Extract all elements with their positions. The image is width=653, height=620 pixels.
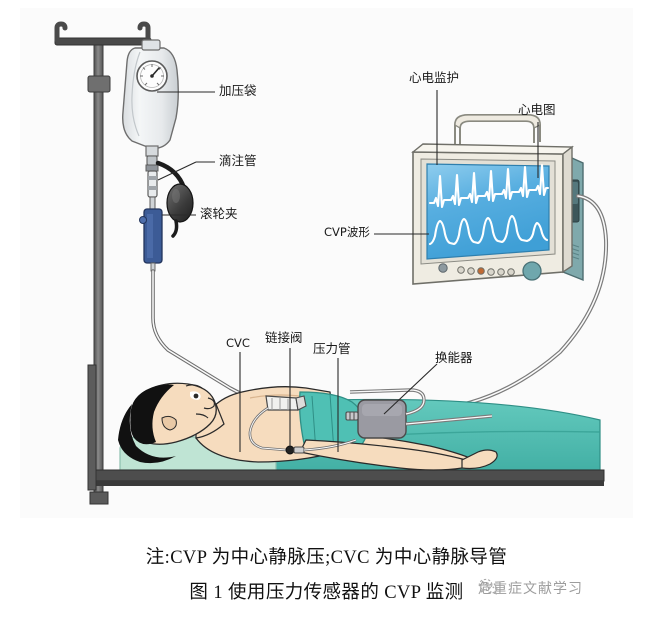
pressure-gauge-icon (136, 60, 168, 92)
wechat-icon (478, 578, 498, 595)
label-cvp-waveform: CVP波形 (324, 225, 370, 239)
label-ecg-monitoring: 心电监护 (409, 70, 460, 85)
label-roller-clamp: 滚轮夹 (200, 206, 238, 221)
label-leader-lines (157, 90, 539, 452)
iv-pole (54, 21, 152, 505)
ecg-waveform (428, 163, 550, 209)
caption-note: 注:CVP 为中心静脉压;CVC 为中心静脉导管 (145, 548, 508, 568)
cvp-waveform-trace (428, 214, 549, 246)
roller-clamp (139, 208, 163, 272)
monitor-control-buttons[interactable] (438, 261, 542, 281)
label-drip-tube: 滴注管 (219, 153, 257, 168)
inflation-bulb (155, 160, 194, 238)
watermark-text: 危重症文献学习 (478, 581, 583, 597)
label-ecg-trace: 心电图 (518, 102, 556, 117)
label-connector-valve: 链接阀 (265, 330, 303, 345)
figure-caption: 注:CVP 为中心静脉压;CVC 为中心静脉导管 图 1 使用压力传感器的 CV… (0, 520, 653, 620)
pressure-infusion-bag (122, 39, 179, 157)
patient-monitor (411, 114, 584, 285)
label-pressure-tubing: 压力管 (313, 341, 351, 356)
caption-title: 图 1 使用压力传感器的 CVP 监测 (189, 583, 464, 603)
drip-chamber (145, 155, 159, 214)
monitor-cable (428, 194, 609, 412)
label-transducer: 换能器 (435, 350, 473, 365)
label-cvc: CVC (226, 336, 250, 350)
label-pressure-bag: 加压袋 (219, 83, 257, 98)
monitor-screen (426, 163, 550, 260)
watermark: 危重症文献学习 (478, 578, 583, 598)
connector-valve-node (285, 445, 295, 455)
